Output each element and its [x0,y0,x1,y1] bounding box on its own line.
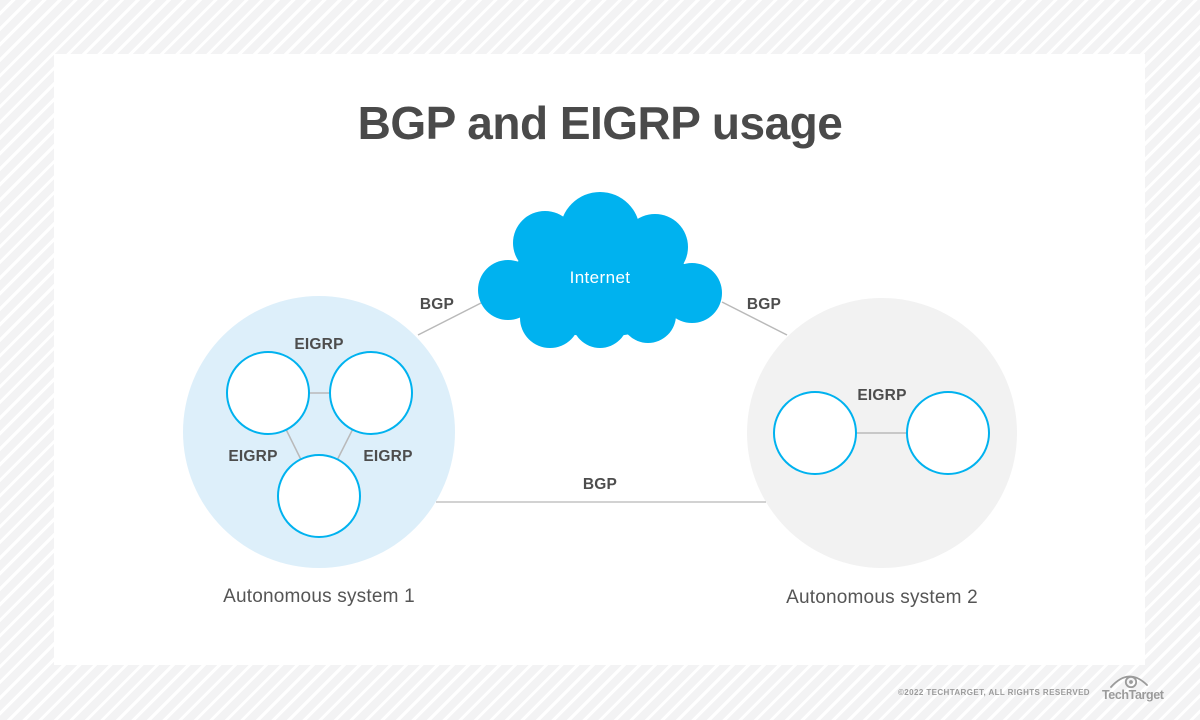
bgp-link-left [417,301,484,336]
page-title: BGP and EIGRP usage [357,97,843,149]
as1-router-3 [277,454,361,538]
as2-eigrp-label: EIGRP [857,387,907,404]
bgp-label-right: BGP [746,296,782,313]
as1-router-1 [226,351,310,435]
bgp-label-left: BGP [419,296,455,313]
logo-text: TechTarget [1102,688,1164,702]
as1-eigrp-label-right: EIGRP [363,448,413,465]
as2-router-1 [773,391,857,475]
as1-eigrp-label-top: EIGRP [294,336,344,353]
bgp-link-right [721,301,788,336]
eye-icon [1110,675,1148,689]
as1-router-2 [329,351,413,435]
copyright-text: ©2022 TECHTARGET, ALL RIGHTS RESERVED [898,688,1090,697]
as2-caption: Autonomous system 2 [786,587,978,608]
as1-eigrp-label-left: EIGRP [228,448,278,465]
bgp-label-middle: BGP [582,476,618,493]
internet-cloud [478,192,722,348]
techtarget-logo: TechTarget [1100,672,1164,708]
as1-caption: Autonomous system 1 [223,586,415,607]
cloud-label: Internet [569,268,631,287]
as2-router-2 [906,391,990,475]
